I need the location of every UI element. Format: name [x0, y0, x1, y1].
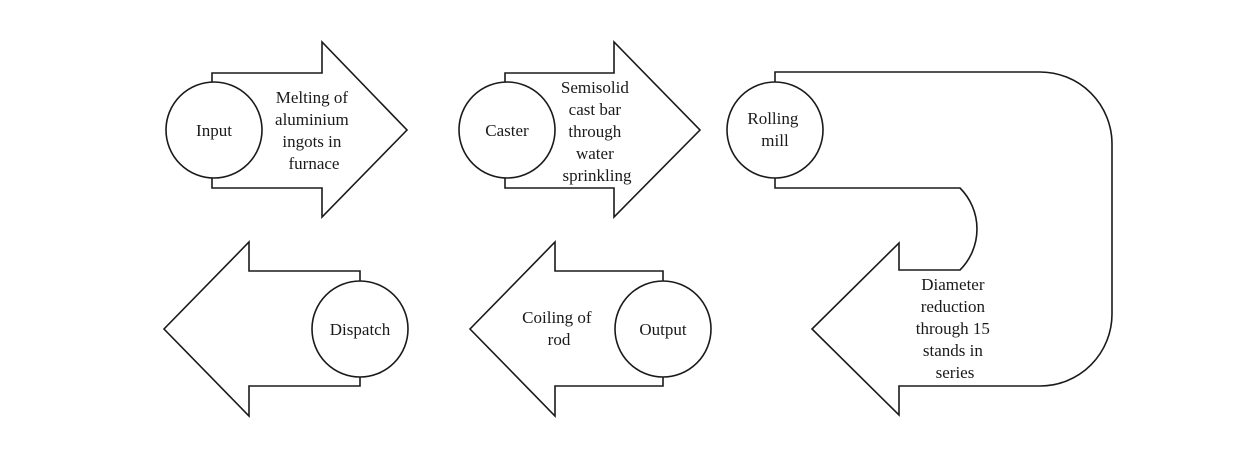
dispatch-node: Dispatch	[311, 280, 409, 378]
melting-text: Melting of aluminium ingots in furnace	[275, 88, 353, 173]
output-node: Output	[614, 280, 712, 378]
arrow-melting: Melting of aluminium ingots in furnace	[211, 40, 409, 219]
coiling-text: Coiling of rod	[522, 308, 596, 349]
caster-node: Caster	[458, 81, 556, 179]
output-label: Output	[639, 320, 687, 339]
arrow-semisolid: Semisolid cast bar through water sprinkl…	[504, 40, 702, 219]
input-node: Input	[165, 81, 263, 179]
caster-label: Caster	[485, 121, 529, 140]
dispatch-label: Dispatch	[330, 320, 391, 339]
rolling-mill-text: Rolling mill	[747, 109, 802, 150]
semisolid-text: Semisolid cast bar through water sprinkl…	[561, 78, 633, 185]
rolling-mill-node: Rolling mill	[726, 81, 824, 179]
arrow-rolling-diameter: Diameter reduction through 15 stands in …	[774, 71, 1113, 417]
arrow-coiling: Coiling of rod	[468, 240, 664, 418]
arrow-dispatch	[162, 240, 361, 418]
input-label: Input	[196, 121, 232, 140]
diameter-text: Diameter reduction through 15 stands in …	[916, 275, 994, 382]
